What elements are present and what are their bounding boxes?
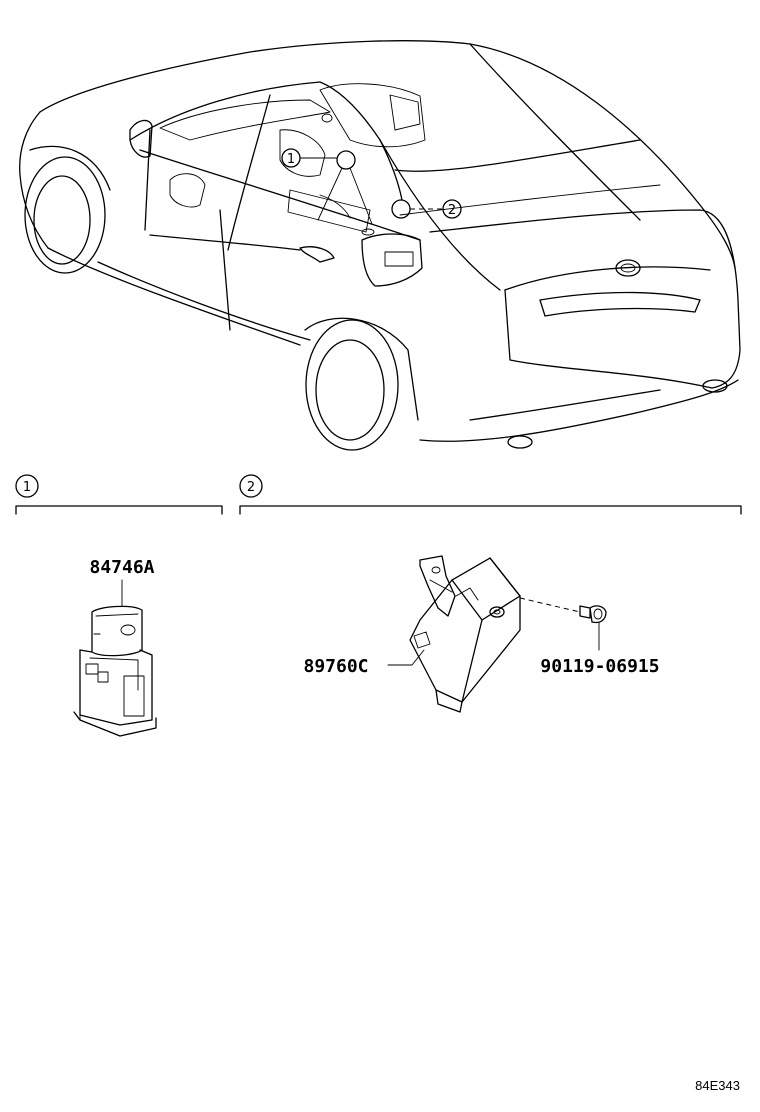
part-number-84746A[interactable]: 84746A [89,557,154,578]
callout-1-label: 1 [287,152,295,167]
vehicle-illustration [19,40,741,451]
callout-2-label: 2 [448,203,456,218]
callout-1-vehicle: 1 [281,148,373,225]
section-2-header: 2 [239,474,742,515]
section-1-number: 1 [23,480,31,495]
callout-2-vehicle: 2 [391,199,462,219]
part-number-89760C[interactable]: 89760C [303,656,368,677]
module-part-drawing: 89760C [303,555,521,713]
section-2-number: 2 [247,480,255,495]
switch-part-drawing: 84746A [73,557,157,737]
part-number-90119-06915[interactable]: 90119-06915 [540,656,659,677]
section-1-header: 1 [15,474,223,515]
bolt-part-drawing: 90119-06915 [519,597,660,677]
figure-id: 84E343 [695,1078,740,1093]
